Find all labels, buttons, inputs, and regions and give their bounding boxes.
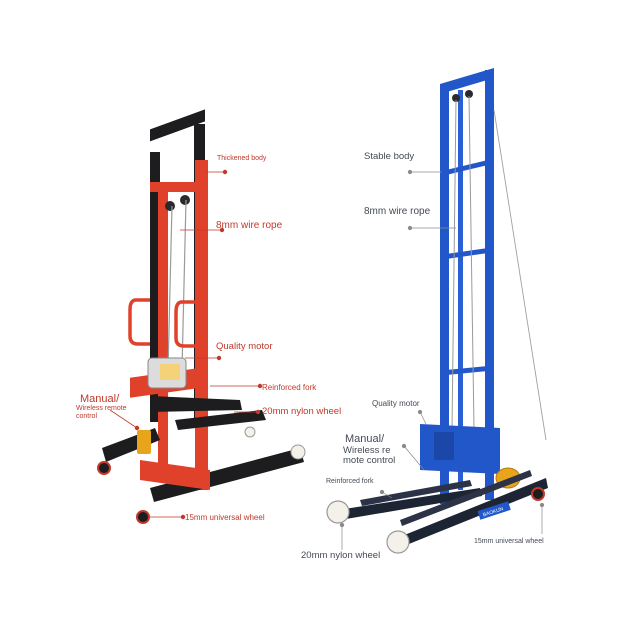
base-leg-right [392,478,548,550]
base-leg-left [338,488,482,520]
label-wireless-remote-left: Wireless remote [76,405,127,412]
nylon-wheel-icon [326,500,350,524]
black-mast-top-bar [150,109,205,142]
pulley-icon [465,90,473,98]
label-reinforced-fork-left: Reinforced fork [262,383,317,392]
label-quality-motor-right: Quality motor [372,399,420,408]
label-universal-wheel-right: 15mm universal wheel [474,538,544,545]
carriage-block [420,424,500,474]
base-frame [140,460,210,490]
carriage-plate [434,432,454,460]
red-mast-left-post [158,190,168,480]
universal-wheel-icon [531,487,545,501]
black-mast-left-post [150,152,160,422]
pulley-icon [452,94,460,102]
label-thickened-body: Thickened body [217,155,267,162]
blue-stacker: BAOKUN [326,68,548,554]
pulley-icon [165,201,175,211]
pulley-icon [180,195,190,205]
blue-mast-inner-post [458,90,463,490]
blue-crossbar [446,248,488,259]
wire-rope [468,95,475,431]
fork-rear [400,470,532,526]
label-quality-motor-left: Quality motor [216,341,273,352]
remote-control-box [137,430,151,454]
handle-right [174,300,195,348]
motor-label-plate [160,364,180,380]
blue-mast-left-post [440,84,449,504]
label-control-left: control [76,413,98,420]
brand-plate [477,501,511,520]
universal-wheel-icon [97,461,111,475]
nylon-wheel-icon [244,426,256,438]
blue-mast-top [440,68,494,94]
fork-front [360,480,472,506]
label-wire-rope-right: 8mm wire rope [364,206,431,217]
label-nylon-wheel-right: 20mm nylon wheel [301,550,381,561]
fork-rear [175,410,266,430]
handle-left [128,298,150,346]
blue-crossbar [446,160,488,175]
label-wireless-right-line2: mote control [343,455,396,466]
nylon-wheel-icon [386,530,410,554]
label-nylon-wheel-left: 20mm nylon wheel [262,406,342,417]
remote-cable [493,109,547,441]
wire-rope [181,199,187,371]
nylon-wheel-icon [290,444,306,460]
universal-wheel-icon [136,510,150,524]
base-leg-left [102,428,160,462]
label-reinforced-fork-right: Reinforced fork [326,478,374,485]
label-wireless-right-line1: Wireless re [343,445,391,456]
label-manual-left: Manual/ [80,393,120,405]
label-manual-right: Manual/ [345,433,385,445]
wire-rope [451,99,457,431]
red-mast-top-bar [150,182,208,192]
blue-mast-right-post [485,70,494,500]
label-stable-body: Stable body [364,151,415,162]
wire-rope [167,205,173,371]
base-leg-right [150,448,304,502]
label-universal-wheel-left: 15mm universal wheel [185,513,265,522]
red-mast-right-post [195,160,208,490]
label-wire-rope-left: 8mm wire rope [216,220,283,231]
fork-front [150,396,242,412]
blue-crossbar [446,366,488,375]
red-stacker [97,109,306,524]
